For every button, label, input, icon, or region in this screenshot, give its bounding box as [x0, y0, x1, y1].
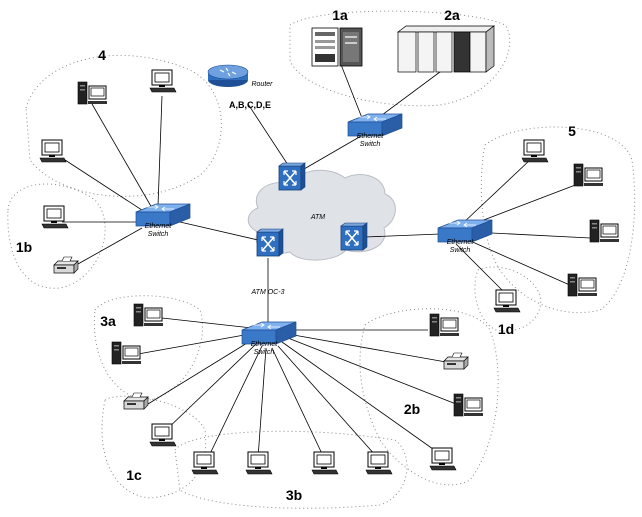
server-icon[interactable] [311, 27, 363, 67]
ethernet-switch-left[interactable]: Ethernet Switch [135, 203, 191, 238]
zone-label-4: 4 [98, 47, 106, 63]
switch-bottom-label-2: Switch [254, 349, 275, 356]
printer-icon[interactable] [53, 256, 79, 274]
tower-pc-icon[interactable] [589, 219, 620, 243]
zone-label-1c: 1c [126, 467, 142, 483]
mainframe-icon[interactable] [396, 25, 496, 73]
link-bottomswitch-pc [137, 333, 251, 355]
switch-left-label-2: Switch [148, 231, 169, 238]
zone-label-2a: 2a [444, 7, 460, 23]
zone-5-boundary [480, 126, 636, 314]
router-label: Router [251, 81, 273, 88]
zone-boundaries [7, 10, 636, 509]
link-leftswitch-pc [61, 157, 149, 215]
link-bottomswitch-pc [257, 347, 267, 459]
connection-lines [61, 61, 591, 459]
zone-4-boundary [25, 54, 222, 197]
tower-pc-icon[interactable] [429, 313, 460, 337]
link-leftswitch-pc [91, 103, 153, 209]
tower-pc-icon[interactable] [77, 81, 108, 105]
atm-cloud-label: ATM [310, 214, 325, 221]
tower-pc-icon[interactable] [453, 393, 484, 417]
zone-label-3b: 3b [286, 487, 302, 503]
workstation-icon[interactable] [245, 451, 273, 475]
workstation-icon[interactable] [429, 447, 457, 471]
printer-icon[interactable] [123, 392, 149, 410]
atm-switch-icon[interactable] [256, 228, 284, 257]
link-router-atm [247, 103, 291, 169]
atm-oc3-label: ATM OC-3 [251, 289, 285, 296]
workstation-icon[interactable] [39, 139, 67, 163]
link-bottomswitch-pc [287, 337, 457, 405]
link-atm-rightswitch [364, 233, 441, 238]
workstation-icon[interactable] [41, 205, 69, 229]
switch-top-label-2: Switch [360, 141, 381, 148]
link-bottomswitch-pc [161, 317, 253, 329]
workstation-icon[interactable] [311, 451, 339, 475]
switch-right-label-2: Switch [450, 247, 471, 254]
ethernet-switch-top[interactable]: Ethernet Switch [347, 113, 403, 148]
atm-switch-icon[interactable] [278, 162, 306, 191]
zone-3a-boundary [93, 295, 204, 401]
zone-3b-boundary [174, 430, 408, 509]
zone-1c-boundary [101, 395, 207, 499]
link-rightswitch-pc [467, 239, 573, 287]
link-rightswitch-pc [467, 183, 579, 227]
ethernet-switch-bottom[interactable]: Ethernet Switch [241, 321, 297, 356]
zone-label-3a: 3a [100, 313, 116, 329]
link-leftswitch-printer [77, 227, 143, 265]
switch-top-label-1: Ethernet [357, 133, 385, 140]
workstation-icon[interactable] [521, 139, 549, 163]
zone-label-1a: 1a [332, 7, 348, 23]
link-bottomswitch-printer [287, 333, 447, 363]
link-leftswitch-atm [179, 221, 259, 241]
tower-pc-icon[interactable] [133, 303, 164, 327]
workstation-icon[interactable] [149, 423, 177, 447]
link-rightswitch-pc [455, 243, 503, 291]
link-topswitch-mainframe [377, 65, 449, 119]
link-bottomswitch-pc [207, 345, 263, 459]
link-bottomswitch-pc [277, 345, 377, 457]
router-icon[interactable] [207, 64, 249, 87]
workstation-icon[interactable] [191, 451, 219, 475]
link-rightswitch-pc [461, 159, 531, 225]
atm-switch-icon[interactable] [340, 222, 368, 251]
link-bottomswitch-pc [271, 347, 325, 459]
link-bottomswitch-printer [147, 339, 253, 405]
zone-label-2b: 2b [404, 401, 420, 417]
workstation-icon[interactable] [365, 451, 393, 475]
workstation-icon[interactable] [149, 69, 177, 93]
tower-pc-icon[interactable] [567, 273, 598, 297]
zone-label-5: 5 [568, 123, 576, 139]
link-bottomswitch-pc [281, 341, 441, 455]
link-leftswitch-pc [157, 95, 163, 207]
zone-2b-boundary [359, 308, 499, 486]
tower-pc-icon[interactable] [111, 341, 142, 365]
switch-left-label-1: Ethernet [145, 223, 173, 230]
link-bottomswitch-pc [163, 343, 257, 433]
zone-label-1b: 1b [16, 239, 32, 255]
router-caption: A,B,C,D,E [229, 100, 271, 110]
zone-1b-boundary [7, 183, 106, 289]
switch-bottom-label-1: Ethernet [251, 341, 279, 348]
ethernet-switch-right[interactable]: Ethernet Switch [437, 219, 493, 254]
tower-pc-icon[interactable] [573, 163, 604, 187]
link-topswitch-server [339, 61, 363, 119]
zone-label-1d: 1d [498, 321, 514, 337]
switch-right-label-1: Ethernet [447, 239, 475, 246]
zone-1a2a-boundary [289, 10, 511, 107]
printer-icon[interactable] [443, 352, 469, 370]
workstation-icon[interactable] [493, 289, 521, 313]
